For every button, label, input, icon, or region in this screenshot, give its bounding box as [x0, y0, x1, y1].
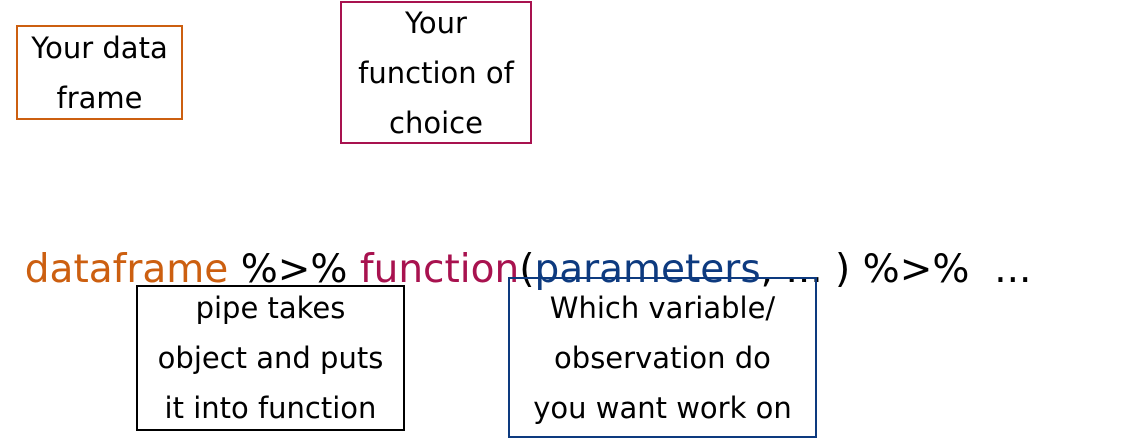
code-token-pipe-operator: %>% — [228, 247, 360, 292]
code-token-dataframe: dataframe — [24, 247, 229, 292]
pipe-label-line-2: object and puts — [157, 341, 384, 375]
pipe-label-line-3: it into function — [164, 391, 377, 425]
function-label-line-3: choice — [389, 105, 483, 140]
parameters-label-box: Which variable/ observation do you want … — [508, 277, 817, 438]
pipe-code-line: dataframe %>% function(parameters, ... )… — [0, 180, 1032, 292]
pipe-label-box: pipe takes object and puts it into funct… — [136, 285, 405, 431]
function-label-box: Your function of choice — [340, 1, 532, 144]
code-token-rest: , ... ) %>% ... — [760, 247, 1032, 292]
function-label-line-1: Your — [405, 5, 467, 40]
code-token-parameters: parameters — [534, 247, 761, 292]
parameters-label-line-3: you want work on — [533, 390, 792, 425]
code-token-function: function — [359, 247, 520, 292]
dataframe-label-box: Your data frame — [16, 25, 183, 120]
dataframe-label-line-2: frame — [56, 80, 143, 115]
code-token-open-paren: ( — [519, 247, 535, 292]
function-label-line-2: function of — [358, 55, 514, 90]
parameters-label-line-1: Which variable/ — [549, 290, 776, 325]
dataframe-label-line-1: Your data — [31, 30, 168, 65]
parameters-label-line-2: observation do — [554, 340, 771, 375]
pipe-label-line-1: pipe takes — [195, 291, 346, 325]
